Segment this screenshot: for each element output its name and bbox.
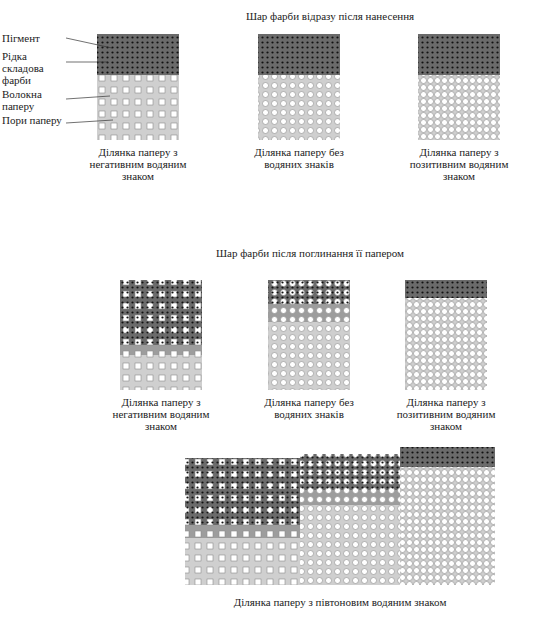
paper-section xyxy=(418,34,500,140)
paper-pores xyxy=(258,75,340,140)
paper-section xyxy=(258,34,340,140)
pigment-dots xyxy=(120,280,202,345)
paper-section xyxy=(405,280,487,390)
paper-pores xyxy=(97,75,179,140)
paper-pores xyxy=(268,304,350,322)
layer-pig xyxy=(418,34,500,75)
paper-pores xyxy=(300,505,400,585)
layer-pig xyxy=(120,280,202,345)
layer-pap xyxy=(418,75,500,140)
section-caption: Ділянка паперу з позитивним водяним знак… xyxy=(401,146,517,182)
paper-pores xyxy=(120,355,202,390)
leader-line xyxy=(66,38,112,48)
section-caption: Ділянка паперу з негативним водяним знак… xyxy=(80,146,196,182)
layer-pig xyxy=(405,280,487,298)
paper-pores xyxy=(120,280,202,345)
layer-pig xyxy=(258,34,340,75)
layer-pig xyxy=(300,454,400,490)
paper-pores xyxy=(120,345,202,355)
layer-pap xyxy=(120,355,202,390)
pigment-dots xyxy=(400,447,495,467)
layer-pap xyxy=(258,75,340,140)
leader-line xyxy=(66,62,108,63)
layer-pap xyxy=(185,538,300,585)
paper-pores xyxy=(300,454,400,490)
section-caption: Ділянка паперу з негативним водяним знак… xyxy=(103,396,219,432)
paper-section xyxy=(300,454,400,585)
paper-section xyxy=(120,280,202,390)
section-heading: Шар фарби відразу після нанесення xyxy=(160,10,500,22)
part-label: Рідка складова фарби xyxy=(2,50,64,86)
layer-liq xyxy=(185,525,300,538)
paper-section xyxy=(268,280,350,390)
layer-pig xyxy=(97,34,179,75)
paper-pores xyxy=(185,538,300,585)
layer-pap xyxy=(400,467,495,585)
layer-pig xyxy=(268,280,350,304)
pigment-dots xyxy=(97,34,179,75)
layer-liq xyxy=(120,345,202,355)
layer-pap xyxy=(405,298,487,390)
paper-pores xyxy=(418,75,500,140)
pigment-dots xyxy=(405,280,487,298)
paper-pores xyxy=(300,490,400,505)
layer-pig xyxy=(185,458,300,525)
leader-line xyxy=(66,120,113,123)
pigment-dots xyxy=(185,458,300,525)
paper-pores xyxy=(185,458,300,525)
paper-section xyxy=(97,34,179,140)
section-caption: Ділянка паперу з півтоновим водяним знак… xyxy=(170,596,510,608)
paper-pores xyxy=(405,298,487,390)
paper-pores xyxy=(268,280,350,304)
paper-section xyxy=(400,447,495,585)
paper-pores xyxy=(400,467,495,585)
paper-pores xyxy=(268,322,350,390)
pigment-dots xyxy=(268,280,350,304)
part-label: Волокна паперу xyxy=(2,88,64,112)
layer-pig xyxy=(400,447,495,467)
leader-line xyxy=(66,96,110,99)
section-caption: Ділянка паперу без водяних знаків xyxy=(251,396,367,420)
layer-liq xyxy=(300,490,400,505)
pigment-dots xyxy=(418,34,500,75)
paper-pores xyxy=(185,525,300,538)
pigment-dots xyxy=(258,34,340,75)
paper-section xyxy=(185,458,300,585)
layer-pap xyxy=(300,505,400,585)
part-label: Пігмент xyxy=(2,32,64,44)
section-caption: Ділянка паперу з позитивним водяним знак… xyxy=(388,396,504,432)
part-label: Пори паперу xyxy=(2,114,64,126)
section-heading: Шар фарби після поглинання її папером xyxy=(140,247,480,259)
layer-pap xyxy=(268,322,350,390)
layer-pap xyxy=(97,75,179,140)
layer-liq xyxy=(268,304,350,322)
section-caption: Ділянка паперу без водяних знаків xyxy=(241,146,357,170)
pigment-dots xyxy=(300,454,400,490)
